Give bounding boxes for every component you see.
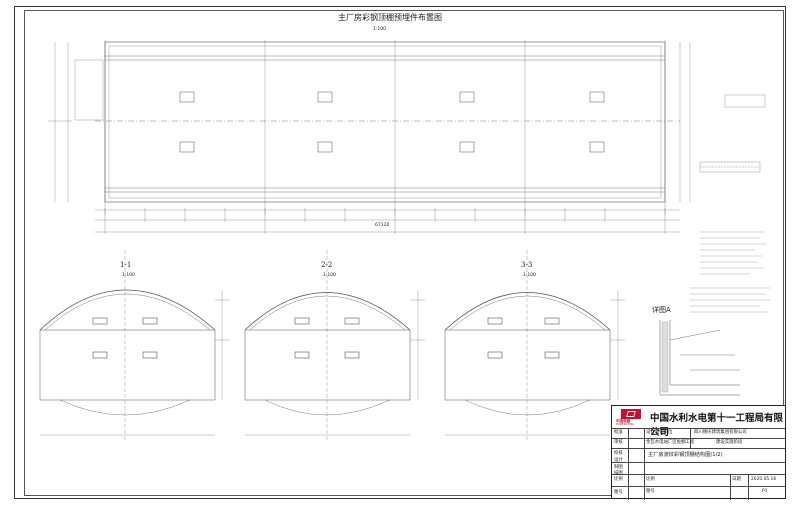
section-1-1-label: 1-1: [120, 261, 132, 269]
section-1-1-scale: 1:100: [122, 273, 135, 278]
section-3-3: [444, 250, 625, 440]
project-stage: 建设实施阶段: [716, 440, 743, 445]
detail-a-label: 详图A: [652, 306, 671, 314]
powerchina-logo-icon: [621, 409, 641, 419]
scale-label: 比例: [646, 477, 655, 482]
logo-cn-text: 中国电建: [616, 419, 631, 423]
row-label-design: 设计: [614, 458, 623, 463]
section-2-2: [244, 250, 425, 440]
row-label-check: 校核: [614, 451, 623, 456]
detail-a: [659, 320, 740, 396]
main-title: 主厂房彩钢顶棚预埋件布置图: [338, 13, 442, 22]
section-3-3-scale: 1:100: [523, 273, 536, 278]
designer-value: 四川德庆建筑集团有限公司: [694, 430, 747, 435]
row-label-draw: 制图: [614, 465, 623, 470]
logo-en-text: POWERCHINA: [616, 423, 634, 426]
row-label-approve: 批准: [614, 430, 623, 435]
drawing-title-block: 主厂房波纹彩钢顶棚结构图(1/2): [648, 452, 723, 458]
row-label-trace: 描图: [614, 471, 623, 476]
title-block: 中国电建 POWERCHINA 中国水利水电第十一工程局有限公司 批准 审核 校…: [611, 405, 786, 500]
row-label-scale: 比例: [614, 477, 623, 482]
row-label-review: 审核: [614, 440, 623, 445]
plan-outline: [104, 41, 666, 203]
sheet-label: 图号: [646, 489, 655, 494]
powerchina-logo: 中国电建 POWERCHINA: [616, 409, 646, 426]
company-name: 中国水利水电第十一工程局有限公司: [650, 413, 784, 438]
total-length-dim: 67120: [375, 223, 390, 228]
project-name: 金瓦水电站厂区板棚工程: [646, 440, 695, 445]
section-2-2-label: 2-2: [321, 261, 333, 269]
plan-scale: 1:100: [373, 27, 386, 32]
date-label: 日期: [732, 477, 741, 482]
section-1-1: [39, 250, 230, 440]
designer-label: 设计制作单位: [646, 430, 673, 435]
section-3-3-label: 3-3: [521, 261, 533, 269]
date-value: 2020.05.16: [751, 477, 777, 482]
drawing-frame: [24, 10, 784, 496]
row-label-sheet: 图号: [614, 490, 623, 495]
section-2-2-scale: 1:100: [323, 273, 336, 278]
sheet-value: P1: [762, 489, 768, 494]
